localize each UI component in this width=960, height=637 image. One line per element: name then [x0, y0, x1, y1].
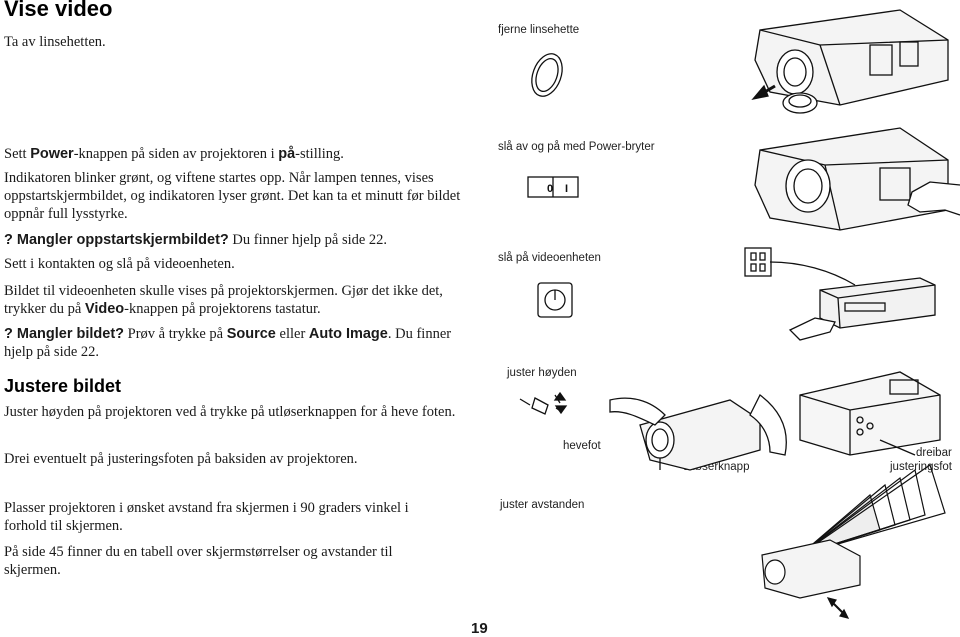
- video-display-text: Bildet til videoenheten skulle vises på …: [4, 283, 443, 317]
- adjust-height-text: Juster høyden på projektoren ved å trykk…: [4, 404, 456, 420]
- section-heading: Justere bildet: [4, 376, 122, 396]
- foot-caption: hevefot: [563, 440, 601, 452]
- lens-cap-icon: [531, 53, 563, 97]
- hand-icon: [907, 181, 960, 216]
- height-icon: [519, 394, 563, 415]
- missing-image-note: ? Mangler bildet? Prøv å trykke på Sourc…: [4, 326, 452, 360]
- release-caption: utløserknapp: [683, 461, 750, 473]
- adjust-foot-text: Drei eventuelt på justeringsfoten på bak…: [4, 451, 358, 467]
- projector-tilt-icon: [639, 399, 761, 471]
- power-switch-caption: slå av og på med Power-bryter: [498, 141, 655, 153]
- page-title: Vise video: [4, 0, 113, 21]
- projector-back-icon: [799, 371, 941, 456]
- adjust-height-caption: juster høyden: [507, 367, 577, 379]
- screen-frames-icon: [799, 493, 881, 556]
- video-on-caption: slå på videoenheten: [498, 252, 601, 264]
- vcr-icon: [819, 277, 936, 329]
- remove-cap-caption: fjerne linsehette: [498, 24, 580, 36]
- power-button-icon: [537, 282, 573, 318]
- distance-caption: juster avstanden: [500, 499, 585, 511]
- page-number: 19: [471, 620, 488, 637]
- indicator-text: Indikatoren blinker grønt, og viftene st…: [4, 170, 461, 222]
- switch-on-label: I: [565, 183, 568, 195]
- video-on-text: Sett i kontakten og slå på videoenheten.: [4, 256, 235, 272]
- switch-off-label: 0: [547, 183, 553, 195]
- power-switch-icon: [527, 176, 579, 198]
- distance-table-text: På side 45 finner du en tabell over skje…: [4, 544, 393, 578]
- adjust-foot-caption: justeringsfot: [890, 461, 953, 473]
- projector-small-icon: [761, 539, 861, 599]
- intro-text: Ta av linsehetten.: [4, 34, 106, 50]
- projector-icon: [754, 9, 949, 106]
- missing-startup-note: ? Mangler oppstartskjermbildet? Du finne…: [4, 232, 388, 248]
- power-instruction: Sett Power-knappen på siden av projektor…: [4, 146, 344, 162]
- turn-caption: dreibar: [916, 447, 952, 459]
- wall-outlet-icon: [744, 247, 772, 277]
- arrow-icon: [757, 84, 776, 98]
- placement-text: Plasser projektoren i ønsket avstand fra…: [4, 500, 409, 534]
